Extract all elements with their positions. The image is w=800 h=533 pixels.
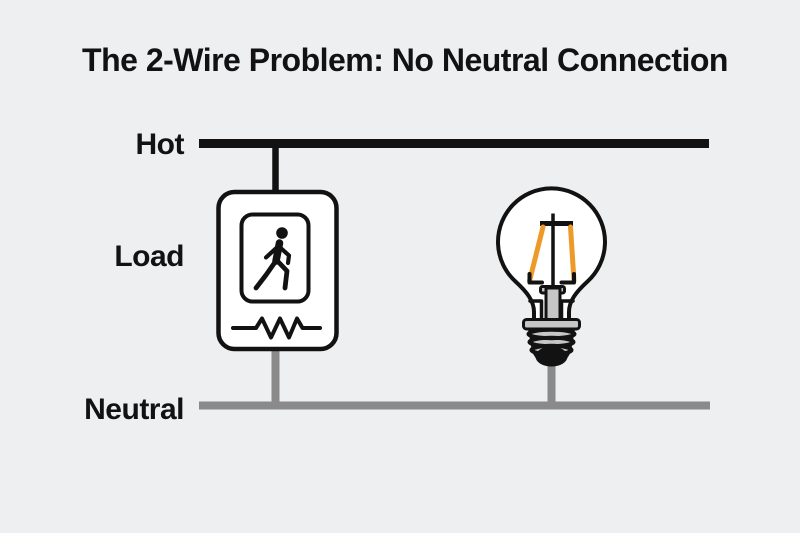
stem-mount: [544, 286, 562, 323]
page-title: The 2-Wire Problem: No Neutral Connectio…: [82, 42, 728, 78]
resistor-icon: [231, 316, 322, 340]
screw-base: [522, 318, 581, 367]
neutral-wire-label: Neutral: [84, 393, 184, 426]
occupancy-sensor-switch-icon: [216, 189, 339, 352]
base-contact-tip: [535, 346, 568, 367]
filament-icon: [527, 224, 577, 284]
hot-wire-label: Hot: [136, 128, 185, 161]
filament-foot-right: [559, 272, 576, 285]
glass-pinch-left: [528, 299, 544, 323]
load-label: Load: [114, 240, 184, 273]
filament-light-bulb-icon: [496, 186, 607, 367]
filament-foot-left: [527, 272, 544, 285]
walking-person-icon: [253, 227, 292, 291]
